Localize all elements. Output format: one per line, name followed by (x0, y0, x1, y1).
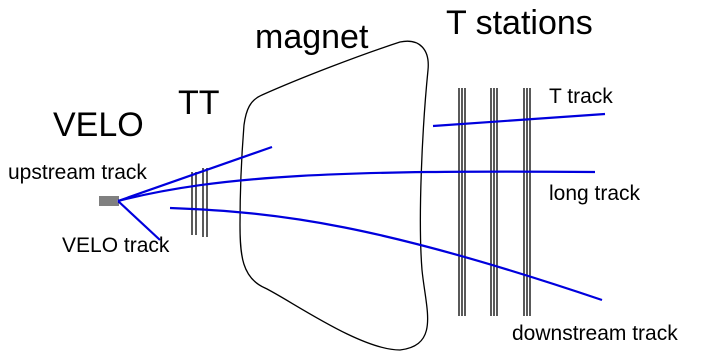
upstream-track-line (117, 145, 273, 203)
long-track-label: long track (549, 182, 641, 205)
magnet-outline (239, 40, 429, 351)
t-stations (458, 88, 531, 316)
downstream-track-line (169, 206, 603, 302)
tt-detector (191, 168, 208, 237)
velo-label: VELO (53, 106, 144, 144)
magnet-label: magnet (255, 18, 369, 56)
downstream-track-label: downstream track (512, 322, 678, 345)
long-track-line (117, 170, 596, 203)
t-track-label: T track (549, 85, 613, 108)
t-track-line (432, 112, 606, 128)
upstream-track-label: upstream track (8, 161, 147, 184)
t-stations-label: T stations (446, 4, 593, 42)
velo-track-label: VELO track (62, 234, 170, 257)
velo-track-line (117, 200, 161, 241)
tt-label: TT (178, 84, 220, 122)
velo-detector (99, 196, 119, 206)
